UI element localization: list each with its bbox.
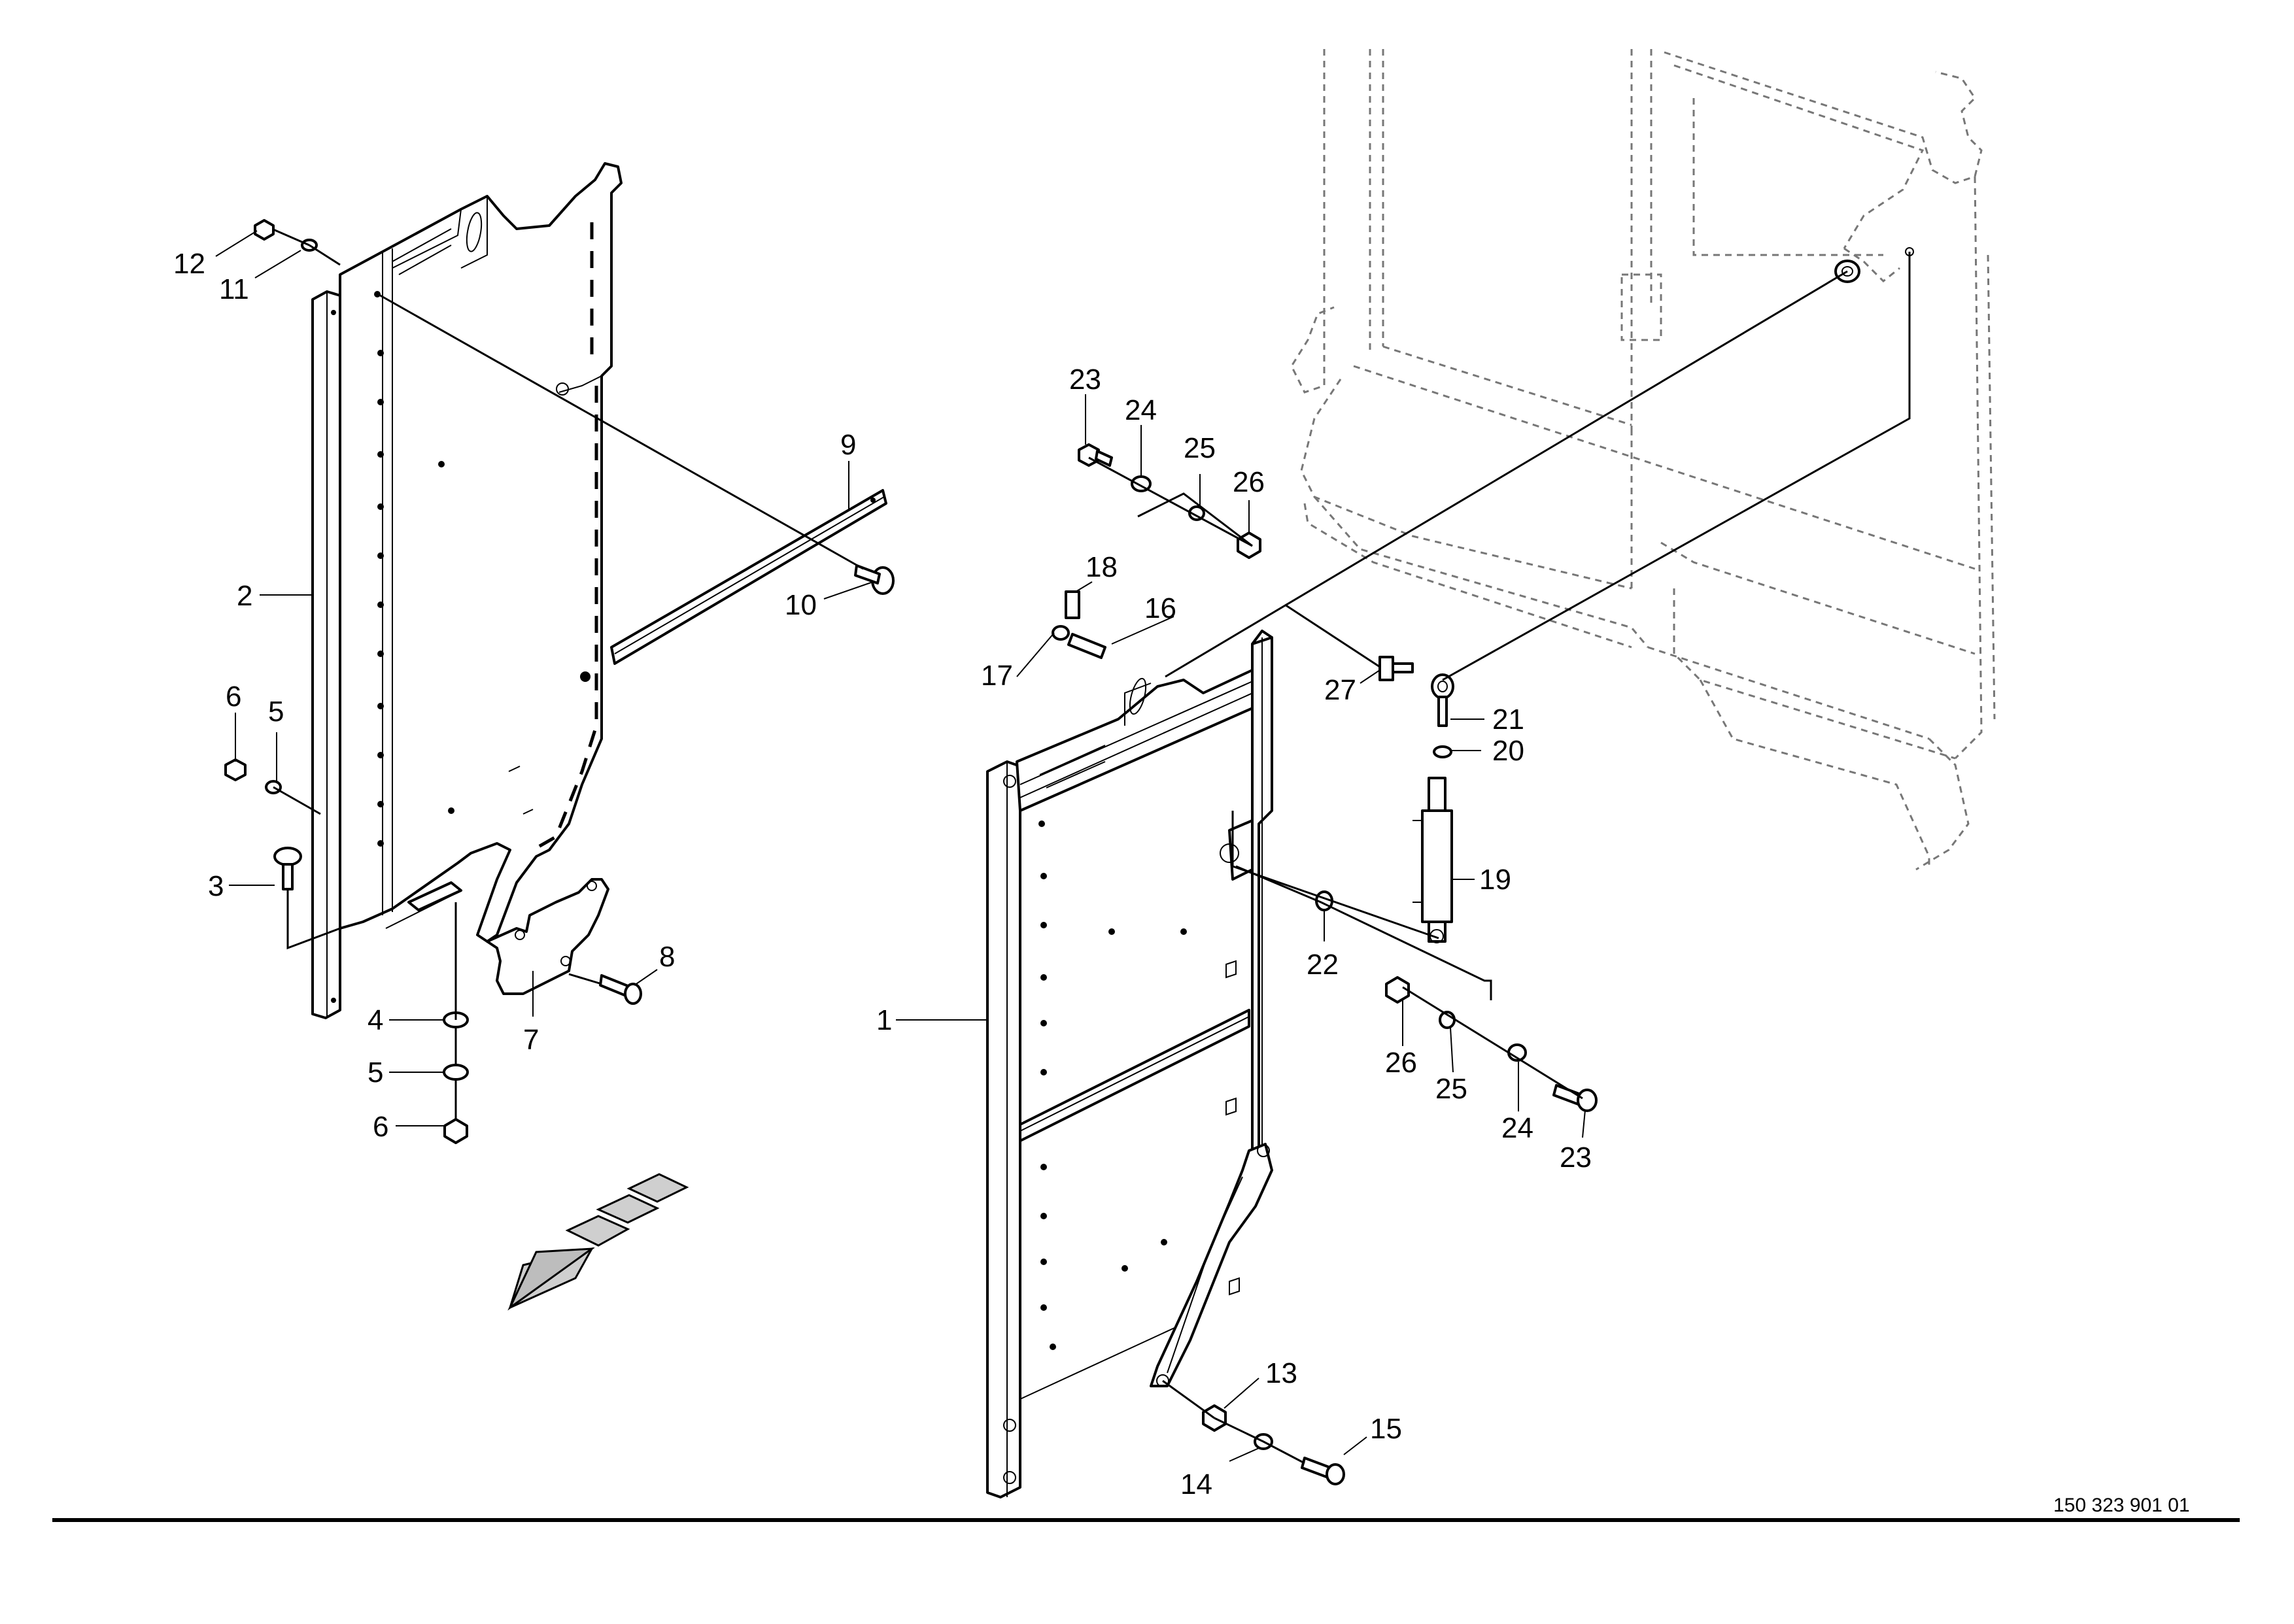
part-19-gas-strut [1412, 777, 1453, 943]
part-9-strip [610, 489, 887, 665]
callout-12: 12 [173, 248, 205, 280]
callout-26-right: 26 [1385, 1047, 1417, 1079]
callout-14: 14 [1180, 1468, 1212, 1500]
callout-2: 2 [237, 580, 252, 612]
part-21-eye-fitting [1431, 673, 1454, 758]
callout-3: 3 [208, 870, 224, 902]
document-number: 150 323 901 01 [2053, 1495, 2190, 1516]
callout-22: 22 [1307, 949, 1339, 981]
callout-5-bottom: 5 [368, 1057, 383, 1089]
callout-24-top: 24 [1125, 394, 1157, 426]
callout-9: 9 [840, 429, 856, 461]
callout-25-top: 25 [1184, 432, 1216, 464]
callout-10: 10 [785, 589, 817, 621]
callout-8: 8 [659, 941, 675, 973]
part-1-guard-frame [986, 630, 1273, 1498]
callout-17: 17 [981, 660, 1013, 692]
callout-15: 15 [1370, 1413, 1402, 1445]
callout-5-left: 5 [268, 696, 284, 728]
callout-23-top: 23 [1069, 364, 1101, 396]
callout-16: 16 [1144, 592, 1176, 624]
callout-6-bottom: 6 [373, 1111, 388, 1143]
callout-20: 20 [1492, 735, 1524, 767]
machine-frame-outline [1290, 49, 1996, 871]
assembly-lines [273, 228, 1911, 1464]
callout-21: 21 [1492, 703, 1524, 736]
callout-18: 18 [1086, 551, 1118, 583]
drawing-footer: 150 323 901 01 [52, 1495, 2240, 1522]
callout-6-left: 6 [226, 681, 241, 713]
part-7-bracket [486, 878, 609, 995]
callout-24-right: 24 [1501, 1112, 1533, 1144]
callout-13: 13 [1265, 1357, 1297, 1389]
callout-26-top: 26 [1233, 466, 1265, 498]
callout-11: 11 [219, 273, 249, 305]
callout-labels: 12 11 2 6 5 3 4 5 6 7 8 9 10 1 23 24 25 … [173, 248, 1592, 1500]
callout-leaders [215, 230, 1586, 1462]
callout-25-right: 25 [1435, 1073, 1467, 1105]
callout-7: 7 [523, 1024, 539, 1056]
callout-27: 27 [1324, 674, 1356, 706]
part-2-vertical-strip [311, 290, 341, 1019]
callout-1: 1 [876, 1004, 892, 1036]
left-guard-panel [339, 162, 623, 943]
travel-direction-arrow-icon [507, 1173, 689, 1311]
callout-19: 19 [1479, 864, 1511, 896]
callout-23-right: 23 [1560, 1142, 1592, 1174]
callout-4: 4 [368, 1004, 383, 1036]
